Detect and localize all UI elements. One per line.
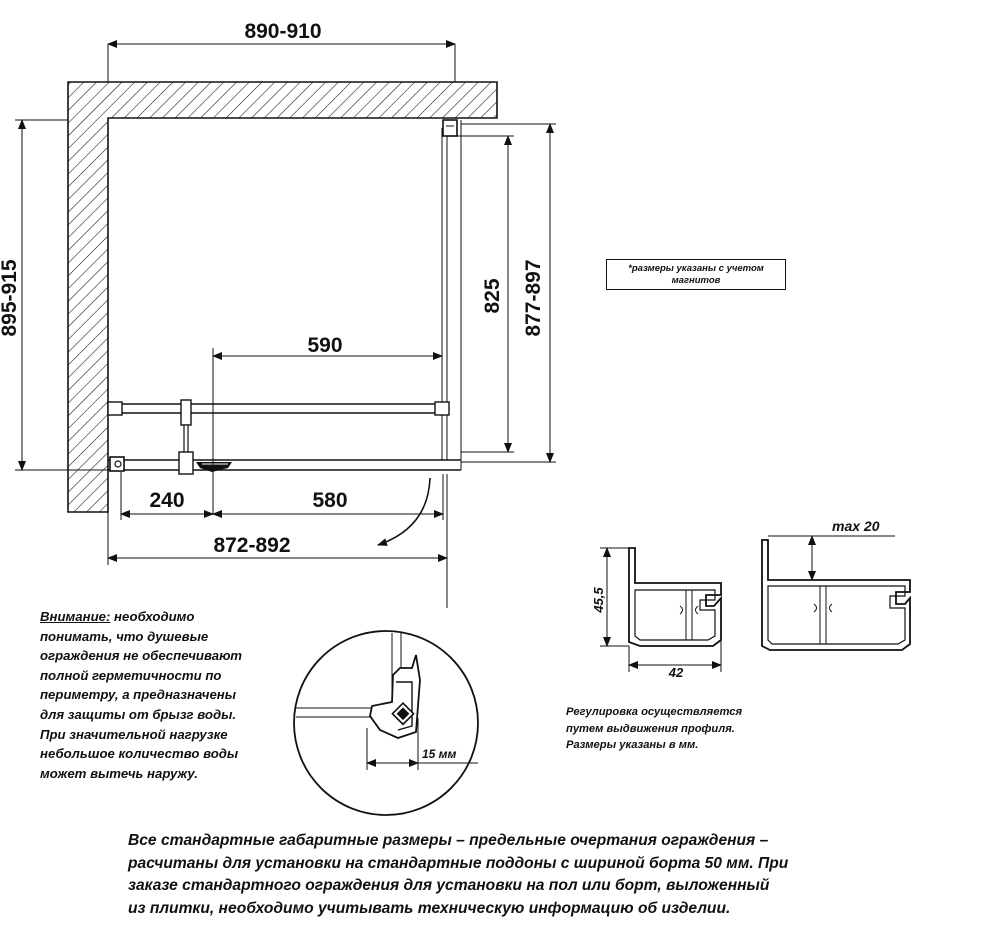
label-fixed-depth: 825 xyxy=(481,278,504,313)
enclosure-plan xyxy=(107,119,462,475)
footer-line-3: заказе стандартного ограждения для устан… xyxy=(128,877,770,894)
footer-line-2: расчитаны для установки на стандартные п… xyxy=(128,854,789,872)
footer-text: Все стандартные габаритные размеры – пре… xyxy=(128,830,848,920)
warning-line-9: может вытечь наружу. xyxy=(40,765,198,781)
dim-fixed-depth: 825 xyxy=(457,135,514,453)
dim-top-width: 890-910 xyxy=(107,20,456,82)
dim-door-opening: 590 xyxy=(212,334,443,515)
detail-circle: 15 мм xyxy=(293,630,479,816)
label-top-width: 890-910 xyxy=(244,20,321,43)
label-bottom-right: 580 xyxy=(312,489,347,512)
dim-bottom-segments: 240 580 xyxy=(120,472,444,520)
label-right-depth: 877-897 xyxy=(522,259,545,336)
warning-line-2: понимать, что душевые xyxy=(40,628,209,644)
magnet-note-line-2: магнитов xyxy=(671,275,721,286)
door-swing-arrow xyxy=(377,477,431,546)
warning-line-8: небольшое количество воды xyxy=(40,746,239,762)
wall-hatch xyxy=(67,81,498,513)
warning-lead: Внимание: xyxy=(40,609,111,624)
adjustment-note: Регулировка осуществляется путем выдвиже… xyxy=(566,704,806,754)
label-left-height: 895-915 xyxy=(0,259,21,336)
footer-line-1: Все стандартные габаритные размеры – пре… xyxy=(128,832,769,849)
magnet-note-line-1: *размеры указаны с учетом xyxy=(628,263,764,274)
label-profile-max: max 20 xyxy=(832,518,880,534)
warning-line-7: При значительной нагрузке xyxy=(40,726,228,742)
dim-bottom-total: 872-892 xyxy=(107,474,448,608)
label-detail-offset: 15 мм xyxy=(422,747,457,761)
label-bottom-left: 240 xyxy=(149,489,184,512)
magnet-note: *размеры указаны с учетом магнитов xyxy=(606,259,786,290)
warning-line-5: периметру, а предназначены xyxy=(40,687,237,703)
adjustment-line-3: Размеры указаны в мм. xyxy=(566,739,699,751)
adjustment-line-1: Регулировка осуществляется xyxy=(566,706,743,718)
adjustment-line-2: путем выдвижения профиля. xyxy=(566,722,735,735)
footer-line-4: из плитки, необходимо учитывать техничес… xyxy=(128,899,731,917)
warning-text: Внимание: необходимо понимать, что душев… xyxy=(40,607,280,783)
warning-line-1: необходимо xyxy=(110,609,195,624)
profile-section-b: max 20 xyxy=(761,518,911,651)
label-profile-height: 45,5 xyxy=(591,587,606,614)
dim-left-height: 895-915 xyxy=(0,119,108,471)
warning-line-4: полной герметичности по xyxy=(40,667,222,683)
warning-line-6: для защиты от брызг воды. xyxy=(40,706,237,722)
label-bottom-total: 872-892 xyxy=(213,534,290,557)
warning-line-3: ограждения не обеспечивают xyxy=(40,648,243,664)
label-door-opening: 590 xyxy=(307,334,342,357)
label-profile-width: 42 xyxy=(668,665,684,680)
profile-section-a: 45,5 42 xyxy=(591,547,722,680)
dim-right-depth: 877-897 xyxy=(461,123,556,463)
